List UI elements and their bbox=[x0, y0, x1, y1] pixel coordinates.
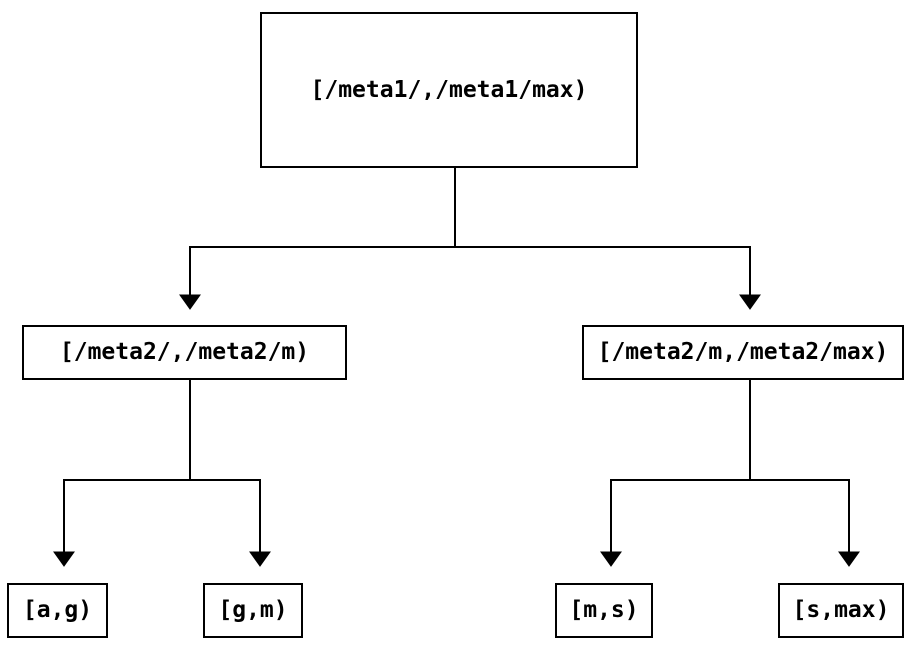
node-leaf-g-m: [g,m) bbox=[203, 583, 303, 638]
node-label: [/meta2/,/meta2/m) bbox=[59, 339, 310, 365]
node-leaf-s-max: [s,max) bbox=[778, 583, 904, 638]
node-leaf-a-g: [a,g) bbox=[7, 583, 108, 638]
node-child-left: [/meta2/,/meta2/m) bbox=[22, 325, 347, 380]
node-label: [m,s) bbox=[569, 597, 639, 623]
arrowhead-icon bbox=[838, 551, 860, 567]
node-label: [/meta2/m,/meta2/max) bbox=[597, 339, 889, 365]
connector-right-child-to-leaves bbox=[600, 380, 860, 567]
node-label: [a,g) bbox=[22, 597, 93, 623]
node-child-right: [/meta2/m,/meta2/max) bbox=[582, 325, 904, 380]
connector-left-child-to-leaves bbox=[53, 380, 271, 567]
connector-root-to-children bbox=[179, 168, 761, 310]
node-leaf-m-s: [m,s) bbox=[555, 583, 653, 638]
arrowhead-icon bbox=[600, 551, 622, 567]
arrowhead-icon bbox=[179, 294, 201, 310]
arrowhead-icon bbox=[53, 551, 75, 567]
arrowhead-icon bbox=[249, 551, 271, 567]
node-root: [/meta1/,/meta1/max) bbox=[260, 12, 638, 168]
node-label: [s,max) bbox=[792, 597, 890, 623]
node-label: [/meta1/,/meta1/max) bbox=[310, 76, 588, 103]
arrowhead-icon bbox=[739, 294, 761, 310]
node-label: [g,m) bbox=[218, 597, 288, 623]
